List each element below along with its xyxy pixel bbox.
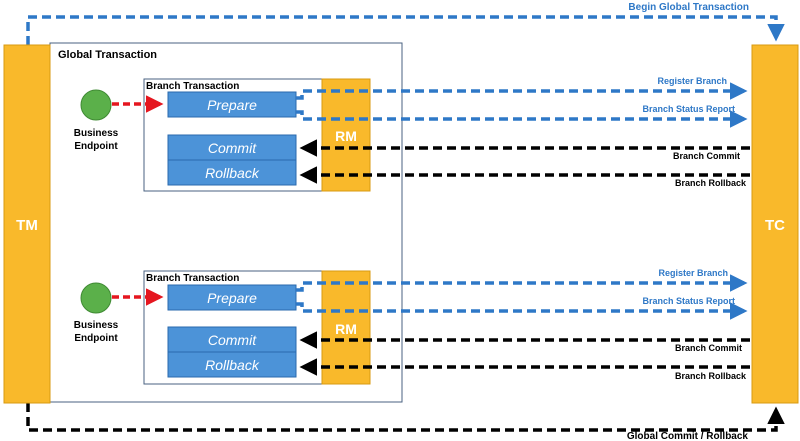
commit-label: Commit [208, 140, 257, 156]
branch-transaction-1: Branch Transaction Business Endpoint Pre… [74, 76, 750, 192]
tm-block [3, 44, 51, 404]
prepare-step [167, 91, 297, 118]
branch-commit-label: Branch Commit [675, 343, 742, 353]
rollback-step [167, 159, 297, 186]
begin-global-transaction-label: Begin Global Transaction [628, 2, 749, 13]
branch-status-report-label: Branch Status Report [642, 296, 735, 306]
rollback-label: Rollback [205, 357, 260, 373]
commit-step [167, 134, 297, 161]
prepare-step [167, 284, 297, 311]
rollback-label: Rollback [205, 165, 260, 181]
rollback-step [167, 351, 297, 378]
branch-rollback-label: Branch Rollback [675, 371, 747, 381]
register-branch-arrow [296, 82, 748, 100]
register-branch-label: Register Branch [658, 268, 728, 278]
global-commit-rollback-flow: Global Commit / Rollback [26, 403, 785, 441]
branch-transaction-title: Branch Transaction [146, 273, 239, 284]
rm-block [321, 78, 371, 192]
register-branch-label: Register Branch [657, 76, 727, 86]
business-endpoint-line2: Endpoint [74, 333, 118, 344]
rm-label: RM [335, 321, 357, 337]
branch-status-report-arrow [296, 110, 748, 128]
business-endpoint-line1: Business [74, 128, 119, 139]
business-endpoint-icon [80, 89, 112, 121]
global-transaction-title: Global Transaction [58, 49, 157, 61]
business-endpoint-line2: Endpoint [74, 141, 118, 152]
global-commit-rollback-label: Global Commit / Rollback [627, 431, 749, 441]
branch-transaction-2: Branch Transaction Business Endpoint Pre… [74, 268, 750, 385]
business-endpoint-line1: Business [74, 320, 119, 331]
tc-label: TC [765, 217, 785, 234]
branch-status-report-label: Branch Status Report [642, 104, 735, 114]
branch-status-report-arrow [296, 302, 748, 320]
tm-label: TM [16, 217, 38, 234]
prepare-label: Prepare [207, 290, 257, 306]
branch-commit-label: Branch Commit [673, 151, 740, 161]
branch-transaction-title: Branch Transaction [146, 81, 239, 92]
prepare-label: Prepare [207, 97, 257, 113]
register-branch-arrow [296, 274, 748, 292]
commit-step [167, 326, 297, 353]
begin-global-transaction-flow: Begin Global Transaction [26, 2, 785, 45]
tc-block [751, 44, 799, 404]
commit-label: Commit [208, 332, 257, 348]
business-endpoint-icon [80, 282, 112, 314]
rm-label: RM [335, 128, 357, 144]
branch-rollback-label: Branch Rollback [675, 178, 747, 188]
rm-block [321, 270, 371, 385]
